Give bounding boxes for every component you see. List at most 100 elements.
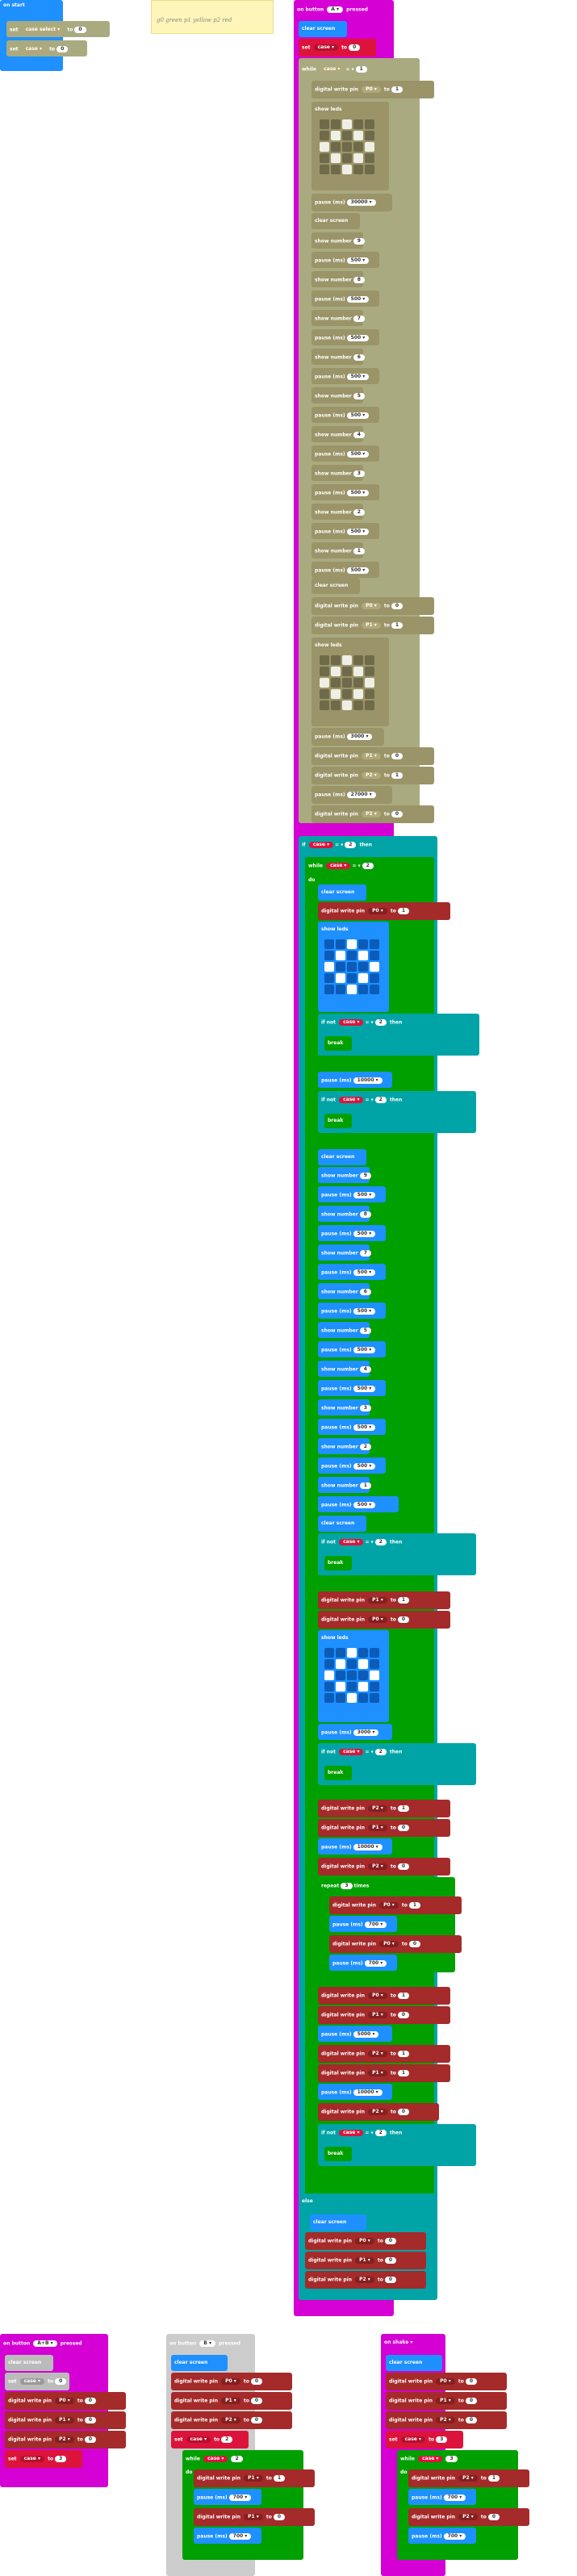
pin-dd[interactable]: P1 ▾	[362, 622, 381, 629]
led-cell[interactable]	[353, 689, 363, 699]
pause-val[interactable]: 700 ▾	[364, 1922, 387, 1928]
cond-var[interactable]: case ▾	[320, 66, 345, 73]
led-cell[interactable]	[365, 131, 374, 140]
led-cell[interactable]	[353, 165, 363, 174]
led-cell[interactable]	[342, 119, 352, 129]
pin-dd[interactable]: P2 ▾	[458, 2514, 478, 2520]
pause-val[interactable]: 500 ▾	[353, 1386, 376, 1392]
pause-val[interactable]: 5000 ▾	[353, 2031, 379, 2038]
pause-block[interactable]: pause (ms)700 ▾	[408, 2489, 476, 2505]
val-pill[interactable]: 1	[397, 2051, 410, 2057]
break-block[interactable]: break	[324, 1036, 352, 1051]
pin-dd[interactable]: P1 ▾	[355, 2257, 374, 2264]
val-pill[interactable]: 0	[384, 2257, 397, 2264]
val-pill[interactable]: 0	[465, 2398, 478, 2404]
clear-screen-block[interactable]: clear screen	[171, 2355, 228, 2371]
led-cell[interactable]	[358, 962, 368, 972]
pin-dd[interactable]: P1 ▾	[221, 2398, 240, 2404]
clear-screen-block[interactable]: clear screen	[311, 578, 360, 594]
led-grid[interactable]	[320, 655, 374, 710]
led-cell[interactable]	[358, 1693, 368, 1703]
led-cell[interactable]	[358, 1659, 368, 1669]
led-cell[interactable]	[370, 1659, 379, 1669]
led-cell[interactable]	[336, 1682, 345, 1692]
if-val[interactable]: 2	[374, 1749, 387, 1755]
pin-dd[interactable]: P2 ▾	[368, 2109, 387, 2115]
var-dropdown[interactable]: case ▾	[313, 44, 338, 51]
pause-val[interactable]: 10000 ▾	[353, 2089, 383, 2096]
clear-screen-block[interactable]: clear screen	[318, 1516, 366, 1532]
pause-block[interactable]: pause (ms)500 ▾	[311, 562, 379, 578]
pause-val[interactable]: 700 ▾	[228, 2494, 252, 2501]
led-cell[interactable]	[342, 678, 352, 688]
pin-dd[interactable]: P2 ▾	[436, 2417, 455, 2423]
pin-dd[interactable]: P2 ▾	[368, 1863, 387, 1870]
led-cell[interactable]	[320, 142, 329, 152]
value-pill[interactable]: 0	[349, 44, 361, 51]
led-cell[interactable]	[324, 951, 334, 960]
led-cell[interactable]	[353, 131, 363, 140]
pin-dd[interactable]: P0 ▾	[55, 2398, 74, 2404]
val-pill[interactable]: 1	[397, 1993, 410, 1999]
led-cell[interactable]	[336, 985, 345, 994]
led-cell[interactable]	[324, 1648, 334, 1658]
led-cell[interactable]	[347, 962, 357, 972]
pin-dd[interactable]: P0 ▾	[221, 2378, 240, 2385]
led-cell[interactable]	[347, 973, 357, 983]
led-cell[interactable]	[370, 973, 379, 983]
led-cell[interactable]	[331, 667, 341, 676]
pause-val[interactable]: 500 ▾	[346, 335, 370, 341]
number-pill[interactable]: 7	[359, 1250, 371, 1257]
led-cell[interactable]	[358, 973, 368, 983]
clear-screen-block[interactable]: clear screen	[318, 1149, 366, 1165]
if-var[interactable]: case ▾	[339, 1019, 364, 1026]
led-cell[interactable]	[331, 678, 341, 688]
pause-val[interactable]: 500 ▾	[346, 374, 370, 380]
pause-block[interactable]: pause (ms)500 ▾	[311, 407, 379, 423]
led-cell[interactable]	[370, 962, 379, 972]
button-dropdown[interactable]: B ▾	[199, 2340, 215, 2347]
led-cell[interactable]	[370, 1693, 379, 1703]
pause-val[interactable]: 500 ▾	[353, 1231, 376, 1237]
val-pill[interactable]: 1	[487, 2475, 500, 2482]
led-cell[interactable]	[347, 939, 357, 949]
led-cell[interactable]	[320, 700, 329, 710]
if-var[interactable]: case ▾	[308, 842, 334, 848]
led-cell[interactable]	[370, 1682, 379, 1692]
pin-dd[interactable]: P1 ▾	[368, 2012, 387, 2018]
pin-dd[interactable]: P1 ▾	[368, 1597, 387, 1604]
led-cell[interactable]	[336, 1693, 345, 1703]
val-pill[interactable]: 1	[391, 622, 403, 629]
number-pill[interactable]: 3	[359, 1405, 371, 1411]
led-cell[interactable]	[358, 1682, 368, 1692]
led-cell[interactable]	[365, 119, 374, 129]
pause-val[interactable]: 700 ▾	[228, 2533, 252, 2540]
pin-dd[interactable]: P0 ▾	[368, 908, 387, 914]
clear-screen-block[interactable]: clear screen	[386, 2355, 442, 2371]
number-pill[interactable]: 1	[353, 548, 365, 554]
led-cell[interactable]	[353, 119, 363, 129]
number-pill[interactable]: 4	[359, 1366, 371, 1373]
number-pill[interactable]: 8	[359, 1211, 371, 1218]
pin-dd[interactable]: P1 ▾	[368, 2070, 387, 2076]
led-cell[interactable]	[331, 119, 341, 129]
